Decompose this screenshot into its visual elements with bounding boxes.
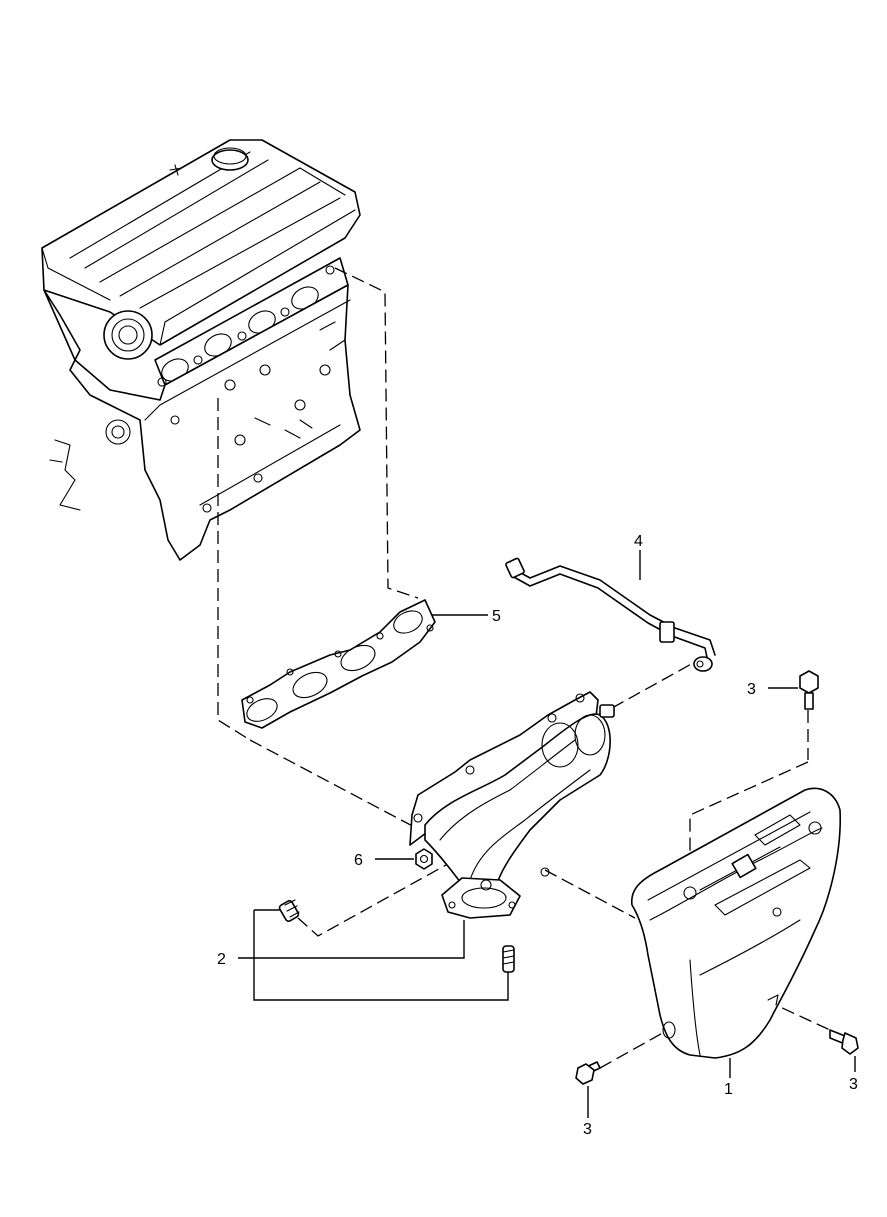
callout-4: 4 (634, 533, 643, 550)
stud-lower (502, 945, 515, 973)
manifold-gasket (241, 599, 436, 729)
bolt-bottom (575, 1061, 601, 1085)
callout-3-right: 3 (849, 1076, 858, 1093)
leader-lines (238, 550, 856, 1118)
callout-1: 1 (724, 1081, 733, 1098)
exhaust-manifold (409, 691, 615, 919)
callout-3-top: 3 (747, 681, 756, 698)
heat-shield (631, 787, 842, 1059)
callout-2: 2 (217, 951, 226, 968)
bolt (799, 670, 819, 710)
bolt-right (829, 1029, 859, 1055)
callout-labels: 4 5 3 6 2 1 3 3 (217, 533, 858, 1138)
engine-block (41, 139, 361, 561)
callout-6: 6 (354, 852, 363, 869)
stud (278, 899, 300, 922)
oil-pipe (505, 557, 716, 672)
nut (415, 848, 433, 870)
callout-3-bottom: 3 (583, 1121, 592, 1138)
callout-5: 5 (492, 608, 501, 625)
